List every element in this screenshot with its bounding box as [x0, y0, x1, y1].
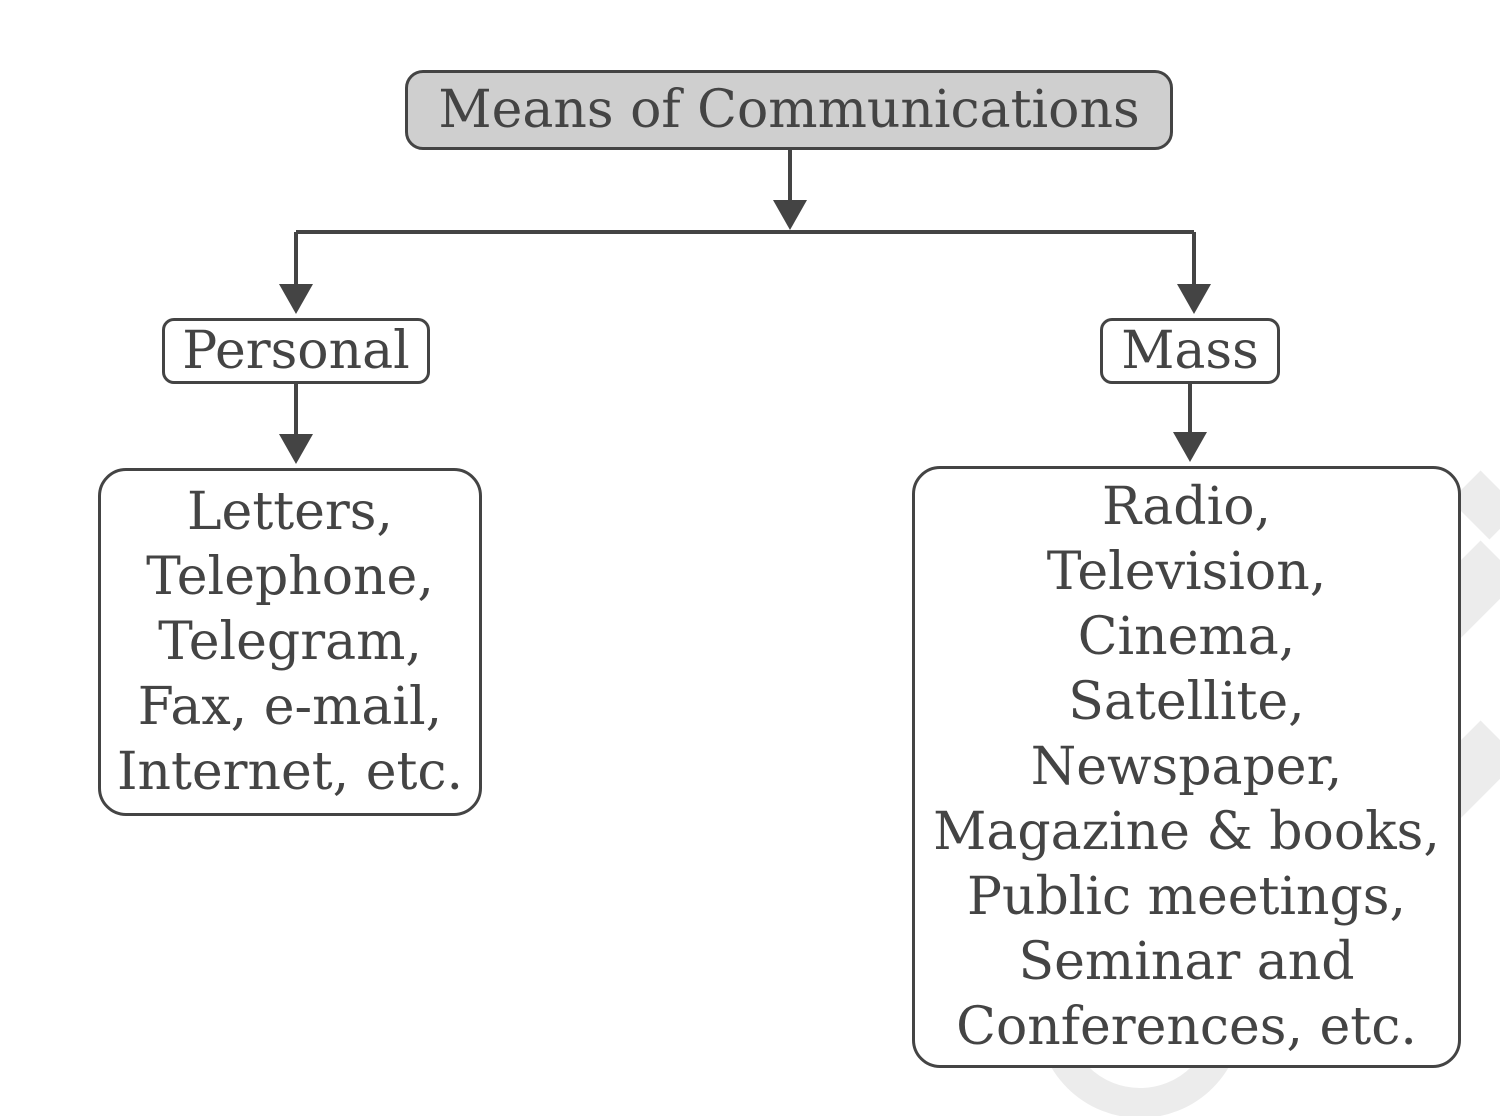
list-item: Seminar and [1018, 931, 1355, 992]
category-mass-label: Mass [1121, 321, 1259, 381]
list-item: Newspaper, [1030, 736, 1343, 797]
category-mass-node: Mass [1100, 318, 1280, 384]
personal-items-box: Letters, Telephone, Telegram, Fax, e-mai… [98, 468, 482, 816]
personal-items-arrowhead [279, 434, 313, 464]
list-item: Satellite, [1068, 671, 1305, 732]
list-item: Cinema, [1077, 606, 1296, 667]
list-item: Letters, [187, 481, 393, 542]
list-item: Television, [1046, 541, 1327, 602]
list-item: Fax, e-mail, [137, 676, 443, 737]
mass-items-box: Radio, Television, Cinema, Satellite, Ne… [912, 466, 1461, 1068]
list-item: Telegram, [158, 611, 422, 672]
list-item: Public meetings, [966, 866, 1407, 927]
root-node: Means of Communications [405, 70, 1173, 150]
category-personal-label: Personal [182, 321, 410, 381]
list-item: Internet, etc. [116, 741, 464, 802]
list-item: Radio, [1101, 476, 1272, 537]
personal-arrowhead [279, 284, 313, 314]
list-item: Magazine & books, [933, 801, 1440, 862]
list-item: Conferences, etc. [956, 996, 1417, 1057]
root-label: Means of Communications [438, 80, 1140, 140]
list-item: Telephone, [146, 546, 434, 607]
mass-items-arrowhead [1173, 432, 1207, 462]
category-personal-node: Personal [162, 318, 430, 384]
mass-arrowhead [1177, 284, 1211, 314]
root-arrowhead [773, 200, 807, 230]
